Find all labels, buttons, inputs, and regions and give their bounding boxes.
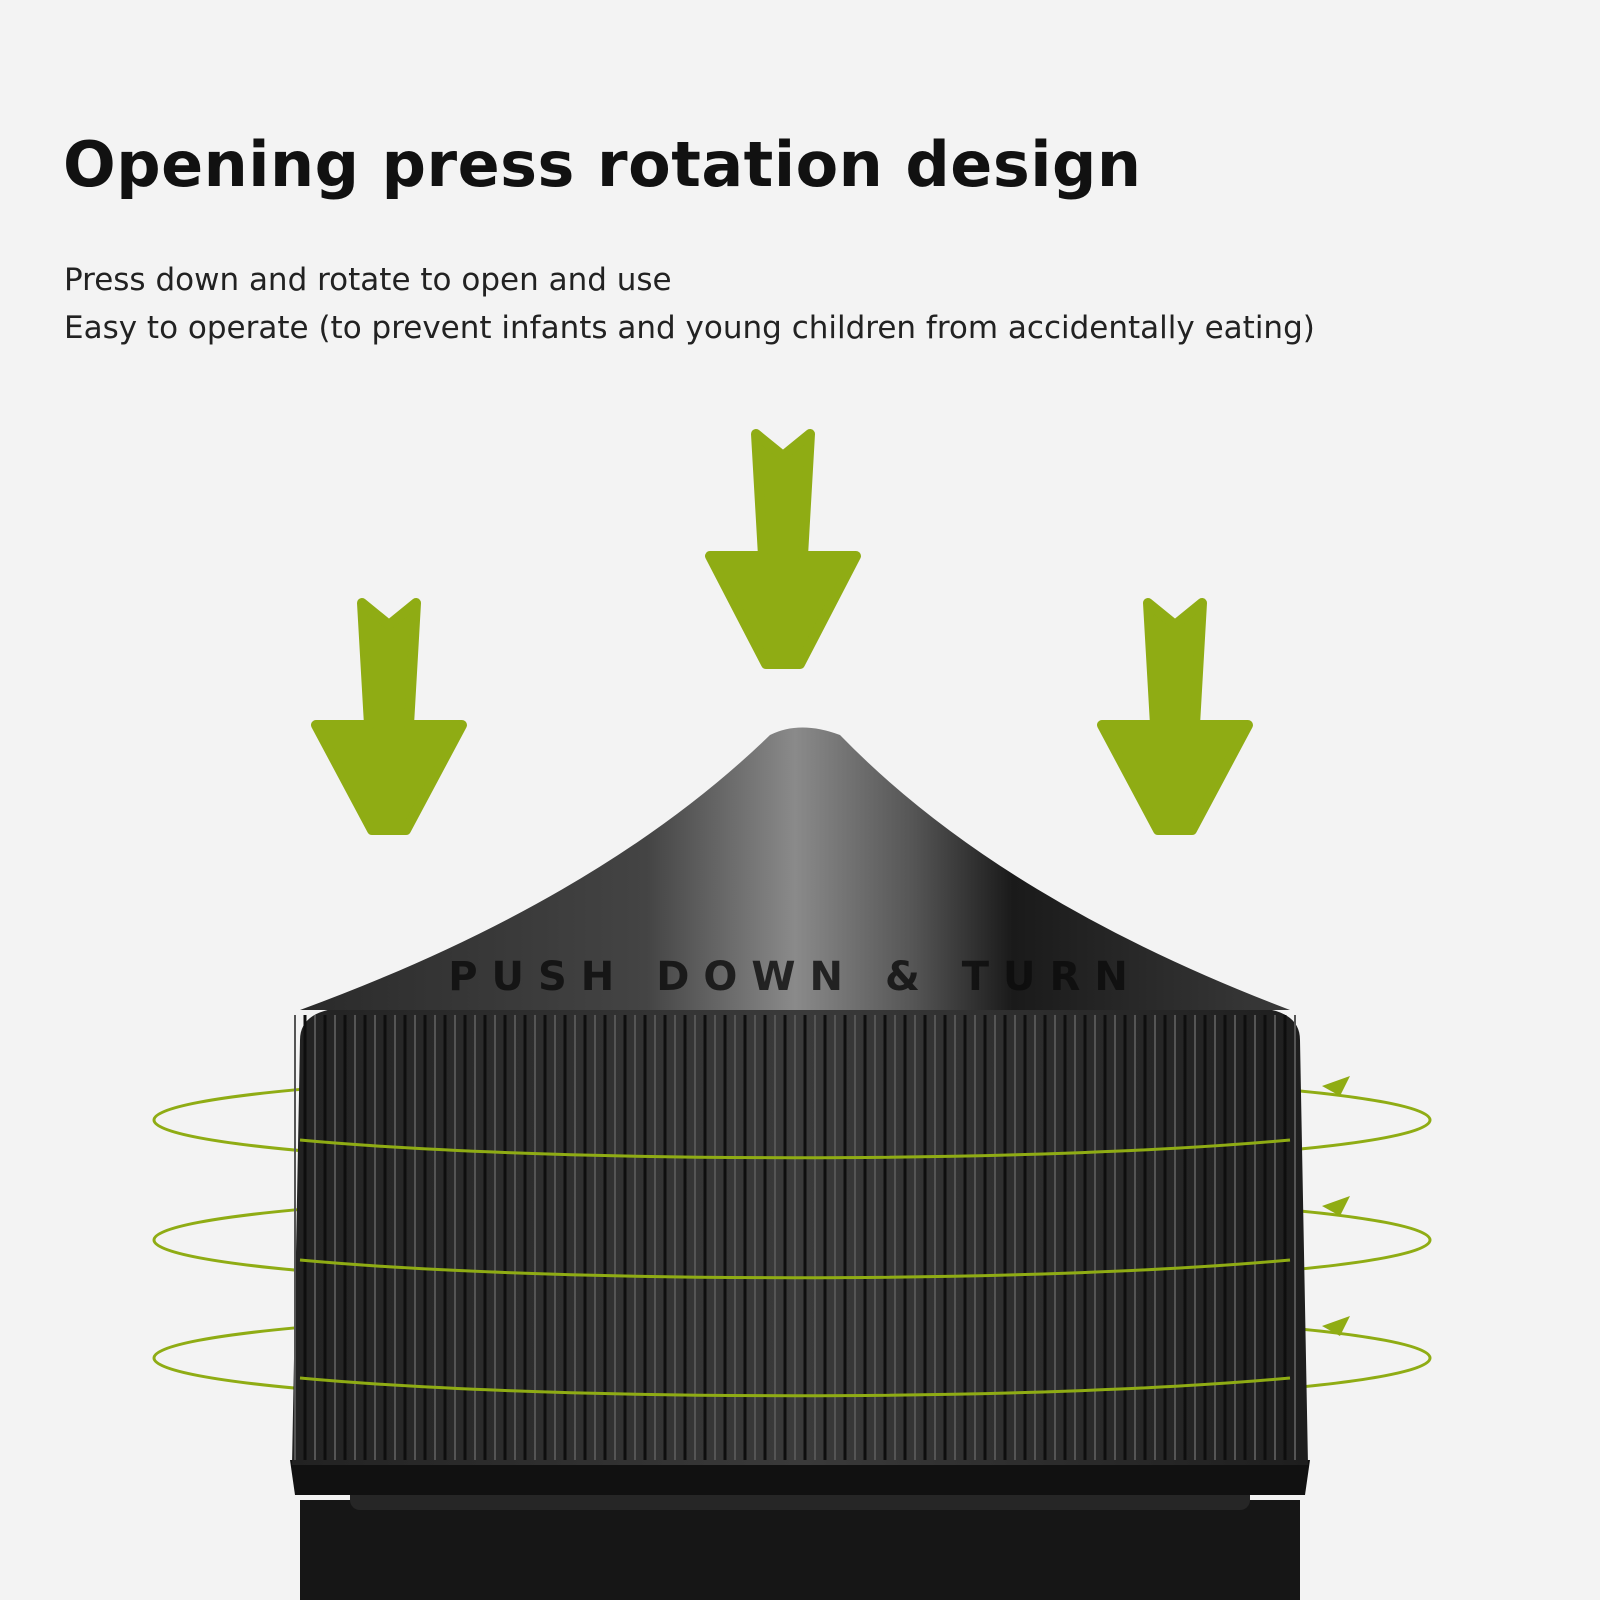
rotation-arrowheads [1322,1076,1350,1336]
description-line-2: Easy to operate (to prevent infants and … [64,310,1315,346]
description-line-1: Press down and rotate to open and use [64,262,672,298]
press-arrow-right-icon [1097,598,1253,835]
bottle-cap: PUSH DOWN & TURN [290,727,1310,1600]
knurled-grip [294,1015,1296,1460]
page-title: Opening press rotation design [63,128,1142,201]
press-arrow-center-icon [705,429,861,669]
press-arrow-left-icon [311,598,467,835]
cap-embossed-text: PUSH DOWN & TURN [448,954,1142,1000]
rotation-rings-front [299,1138,1291,1398]
